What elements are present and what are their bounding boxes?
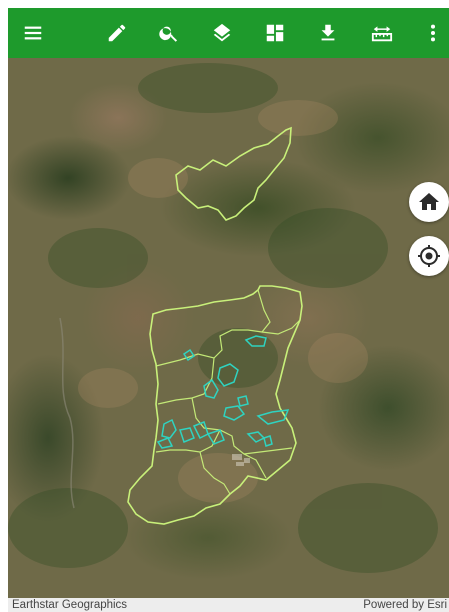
home-icon: [419, 193, 439, 210]
map-attribution: Earthstar Geographics Powered by Esri: [8, 598, 449, 612]
north-boundary[interactable]: [175, 126, 292, 221]
layers-button[interactable]: [203, 8, 241, 58]
download-button[interactable]: [309, 8, 347, 58]
measure-button[interactable]: [363, 8, 401, 58]
more-vertical-icon: [430, 24, 436, 42]
menu-button[interactable]: [14, 8, 52, 58]
map-overlay: [8, 63, 438, 573]
more-button[interactable]: [418, 8, 448, 58]
edit-button[interactable]: [98, 8, 136, 58]
powered-by-link[interactable]: Powered by Esri: [363, 599, 447, 611]
app-toolbar: [8, 8, 449, 58]
map-view[interactable]: [8, 58, 449, 598]
dashboard-button[interactable]: [256, 8, 294, 58]
locate-icon: [418, 245, 440, 267]
locate-button[interactable]: [409, 236, 449, 276]
search-button[interactable]: [150, 8, 188, 58]
search-icon: [159, 26, 178, 42]
dashboard-icon: [266, 24, 284, 42]
attribution-source: Earthstar Geographics: [12, 599, 128, 611]
layers-icon: [213, 23, 231, 42]
pencil-icon: [108, 24, 126, 42]
download-icon: [321, 24, 335, 41]
menu-icon: [24, 26, 42, 40]
ruler-icon: [371, 26, 393, 42]
home-button[interactable]: [409, 182, 449, 222]
